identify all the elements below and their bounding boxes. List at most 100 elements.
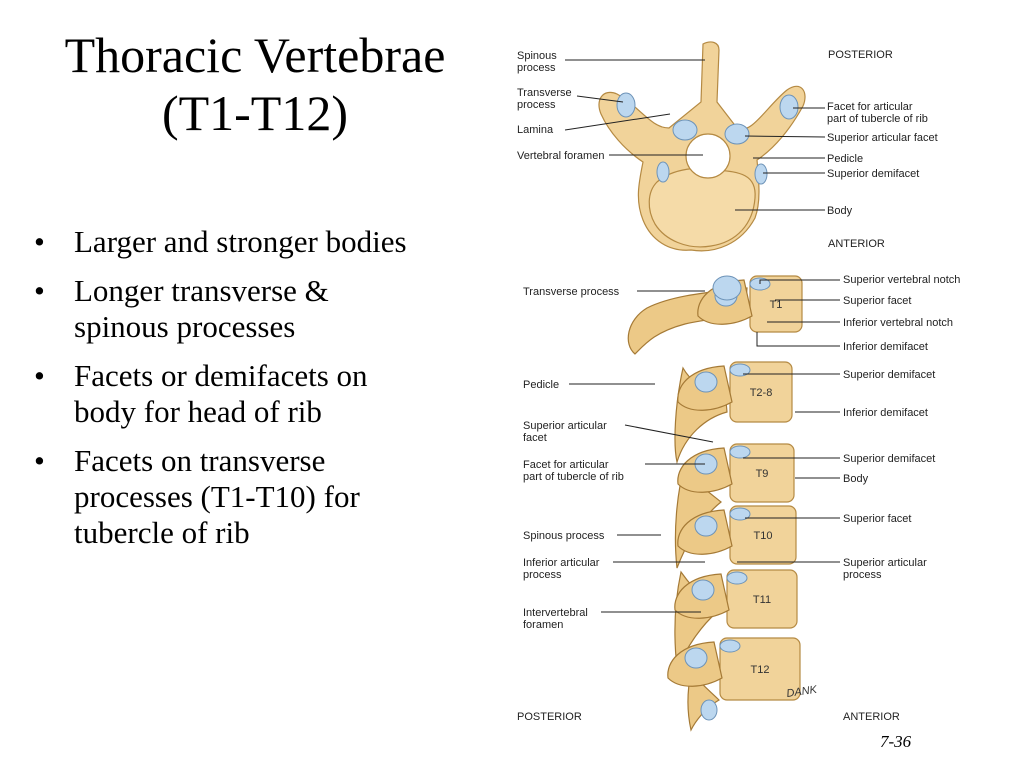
top-right-label: Superior articular facet [827,132,938,144]
label-line: Intervertebral [523,607,588,619]
label-line: Inferior vertebral notch [843,317,953,329]
artist-signature: DANK [786,684,819,700]
bullet-text: Facets or demifacets on [74,358,368,393]
top-right-label: Body [827,205,853,217]
label-line: Superior facet [843,295,911,307]
top-demifacet-right [754,163,768,185]
title-line-1: Thoracic Vertebrae [64,27,446,83]
label-line: Lamina [517,124,554,136]
label-line: process [843,569,882,581]
bullet-dot: • [34,358,45,393]
top-vertebral-foramen [685,133,731,179]
bottom-left-label: Spinous process [523,530,605,542]
top-facet-transverse-left [616,92,636,118]
label-line: Spinous process [523,530,605,542]
superior-demifacet [729,507,751,521]
bullet-text: tubercle of rib [74,515,250,550]
vertebra-drawings [598,41,806,732]
vertebra-label: T10 [754,530,773,542]
bottom-right-label: Superior facet [843,513,911,525]
superior-demifacet [729,445,751,459]
bullet-text: processes (T1-T10) for [74,479,360,514]
label-line: Inferior demifacet [843,341,928,353]
title-line-2: (T1-T12) [161,85,349,141]
label-line: facet [523,432,547,444]
bottom-right-label: Inferior demifacet [843,341,928,353]
label-line: Superior vertebral notch [843,274,960,286]
label-line: Pedicle [523,379,559,391]
t1-transverse-facet [712,275,742,301]
leader-line [576,95,624,103]
bullet-dot: • [34,273,45,308]
top-superior-articular-left [672,119,698,141]
slide-title: Thoracic Vertebrae (T1-T12) [20,26,490,142]
leader-line [564,113,671,131]
vertebra-label: T12 [751,664,770,676]
label-line: Facet for articular [827,101,913,113]
leader-line [756,332,840,347]
label-line: Inferior demifacet [843,407,928,419]
vertebra-label: T1 [770,299,783,311]
label-line: Transverse [517,87,572,99]
label-line: part of tubercle of rib [523,471,624,483]
label-line: Pedicle [827,153,863,165]
top-superior-articular-right [724,123,750,145]
bottom-right-label: Superior facet [843,295,911,307]
bullet-text: body for head of rib [74,394,322,429]
top-right-label: Superior demifacet [827,168,919,180]
label-line: Superior demifacet [843,453,935,465]
bullet-item: •Longer transverse &spinous processes [32,273,512,345]
bottom-left-label: Transverse process [523,286,620,298]
label-line: process [523,569,562,581]
top-facet-transverse-right [779,94,799,120]
bottom-right-label: Inferior demifacet [843,407,928,419]
articular-facet [691,579,715,601]
label-line: part of tubercle of rib [827,113,928,125]
label-line: foramen [523,619,563,631]
leader-line [759,279,840,284]
page-number: 7-36 [880,732,912,751]
bullet-dot: • [34,224,45,259]
articular-facet [694,371,718,393]
label-line: Superior articular facet [827,132,938,144]
top-right-label: Pedicle [827,153,863,165]
bottom-right-label: Body [843,473,869,485]
vertebra-label: T9 [756,468,769,480]
label-line: Spinous [517,50,557,62]
label-line: Vertebral foramen [517,150,604,162]
label-line: Facet for articular [523,459,609,471]
label-line: Superior demifacet [827,168,919,180]
label-line: process [517,62,556,74]
top-left-label: Vertebral foramen [517,150,604,162]
bottom-right-label: Superior demifacet [843,369,935,381]
vertebra-label: T11 [753,594,771,606]
bottom-right-label: Superior vertebral notch [843,274,960,286]
label-line: Body [827,205,853,217]
superior-demifacet [726,571,748,585]
vertebra-label: T2-8 [750,387,773,399]
leader-lines [564,59,840,613]
articular-facet [684,647,708,669]
top-demifacet-left [656,161,670,183]
label-line: Body [843,473,869,485]
bullet-item: •Larger and stronger bodies [32,224,512,260]
bullet-text: Facets on transverse [74,443,326,478]
label-line: Inferior articular [523,557,600,569]
bottom-right-label: Inferior vertebral notch [843,317,953,329]
label-line: Superior articular [523,420,607,432]
label-line: Superior articular [843,557,927,569]
articular-facet [694,515,718,537]
bottom-orientation-posterior: POSTERIOR [517,711,582,723]
label-line: Transverse process [523,286,620,298]
